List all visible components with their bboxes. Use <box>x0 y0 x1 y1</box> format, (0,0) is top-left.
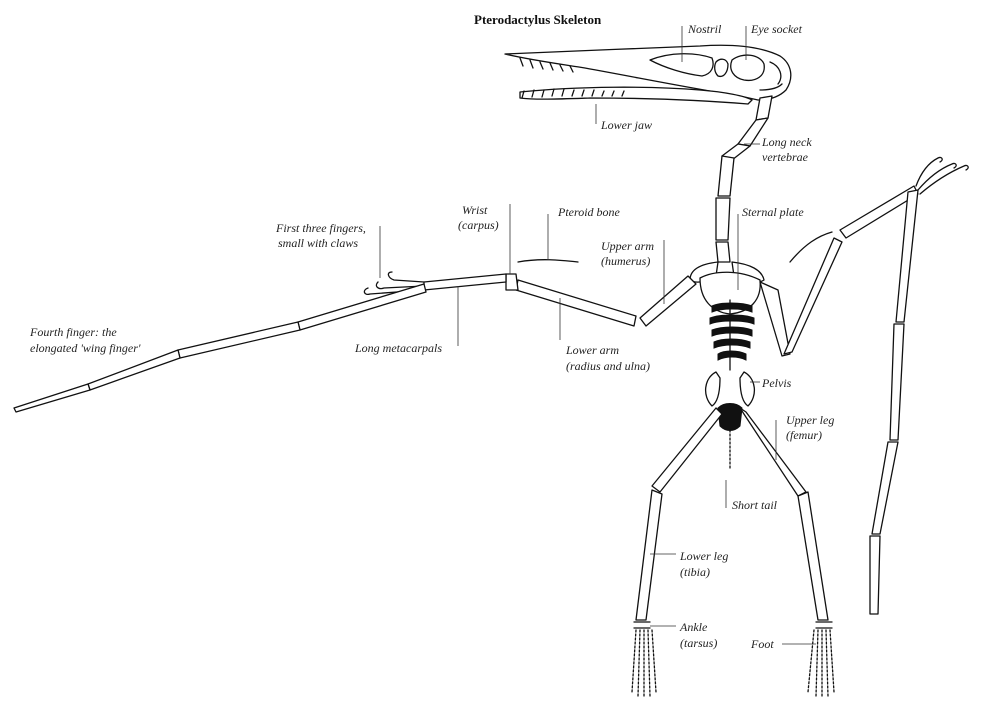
right-leg <box>739 407 835 699</box>
diagram-title: Pterodactylus Skeleton <box>474 12 602 27</box>
skull-outline <box>504 44 792 101</box>
wing-finger-phalanx-1 <box>297 283 427 331</box>
left-femur <box>651 407 723 493</box>
label-eye-socket: Eye socket <box>750 22 803 36</box>
label-nostril: Nostril <box>687 22 722 36</box>
label-first-fingers-1: First three fingers, <box>275 221 366 235</box>
label-lower-leg-2: (tibia) <box>680 565 710 579</box>
pteroid-bone <box>517 259 579 263</box>
left-leg <box>631 407 723 699</box>
label-foot: Foot <box>750 637 774 651</box>
left-metacarpals <box>423 273 507 291</box>
label-long-neck-1: Long neck <box>761 135 812 149</box>
wing-finger-phalanx-3 <box>87 349 181 391</box>
leader-lines <box>379 26 816 645</box>
label-pelvis: Pelvis <box>761 376 792 390</box>
left-ankle <box>633 621 651 629</box>
right-pteroid <box>789 231 833 263</box>
left-foot <box>631 629 657 699</box>
label-long-neck-2: vertebrae <box>762 150 809 164</box>
label-upper-arm-2: (humerus) <box>601 254 650 268</box>
label-sternal-plate: Sternal plate <box>742 205 804 219</box>
left-radius-ulna <box>515 279 637 327</box>
wing-finger-phalanx-4 <box>13 383 91 413</box>
wing-finger-phalanx-2 <box>177 321 301 359</box>
right-wing <box>759 156 969 615</box>
label-ankle-2: (tarsus) <box>680 636 717 650</box>
pelvis-left <box>705 371 721 407</box>
right-humerus <box>759 281 791 357</box>
label-wrist-1: Wrist <box>462 203 488 217</box>
label-lower-jaw: Lower jaw <box>600 118 652 132</box>
right-ankle <box>815 621 833 629</box>
rib-cage <box>709 302 755 361</box>
torso <box>689 261 765 471</box>
label-lower-arm-1: Lower arm <box>565 343 619 357</box>
label-lower-arm-2: (radius and ulna) <box>566 359 650 373</box>
label-upper-arm-1: Upper arm <box>601 239 654 253</box>
lower-jaw-bone <box>519 86 753 105</box>
right-foot <box>807 629 835 699</box>
right-wing-finger-3 <box>871 441 899 535</box>
right-radius-ulna <box>783 237 843 355</box>
right-wing-finger-2 <box>889 323 905 441</box>
label-upper-leg-2: (femur) <box>786 428 822 442</box>
label-fourth-finger-2: elongated 'wing finger' <box>30 341 141 355</box>
antorbital-opening <box>714 58 729 78</box>
right-claw-fingers <box>915 156 969 195</box>
eye-socket <box>730 54 765 82</box>
skull <box>504 44 792 105</box>
sternal-plate <box>699 271 761 315</box>
label-ankle-1: Ankle <box>679 620 708 634</box>
lower-teeth <box>521 88 625 99</box>
pelvis-center <box>717 403 743 431</box>
left-carpus <box>505 273 519 291</box>
label-fourth-finger-1: Fourth finger: the <box>29 325 117 339</box>
skull-back <box>759 61 783 91</box>
label-long-metacarpals: Long metacarpals <box>354 341 442 355</box>
right-femur <box>739 407 807 497</box>
label-pteroid-bone: Pteroid bone <box>557 205 621 219</box>
neck-vertebrae <box>715 95 773 263</box>
upper-teeth <box>519 57 574 73</box>
label-upper-leg-1: Upper leg <box>786 413 834 427</box>
label-wrist-2: (carpus) <box>458 218 499 232</box>
labels: Nostril Eye socket Lower jaw Long neck v… <box>29 22 834 651</box>
left-wing <box>13 259 697 413</box>
left-humerus <box>639 275 697 327</box>
nostril-opening <box>649 53 714 77</box>
label-lower-leg-1: Lower leg <box>679 549 728 563</box>
right-wing-finger-1 <box>895 189 919 323</box>
label-first-fingers-2: small with claws <box>278 236 358 250</box>
left-tibia <box>635 489 663 621</box>
label-short-tail: Short tail <box>732 498 778 512</box>
pelvis-right <box>739 371 755 407</box>
right-wing-finger-4 <box>869 535 881 615</box>
right-tibia <box>797 491 829 621</box>
left-claw-fingers <box>363 271 425 296</box>
